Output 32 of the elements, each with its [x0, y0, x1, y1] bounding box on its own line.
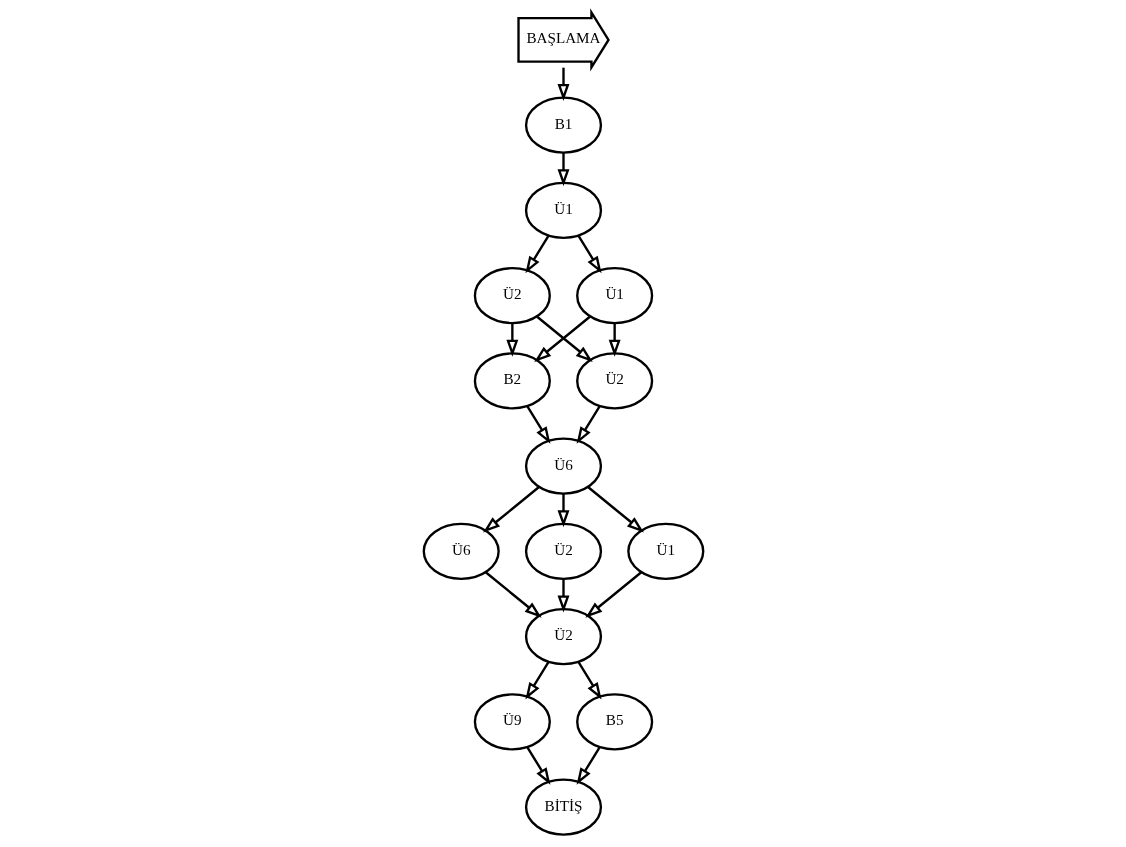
arrow: [524, 235, 549, 274]
arrow: [576, 746, 601, 785]
arrow: [557, 152, 569, 187]
node-ellipse: Ü6: [524, 437, 602, 495]
node-ellipse: Ü1: [626, 522, 704, 581]
arrow: [576, 405, 601, 444]
arrow: [505, 323, 518, 357]
arrow: [577, 235, 602, 274]
node-ellipse: Ü1: [575, 266, 653, 325]
arrow: [577, 661, 602, 700]
node-ellipse: B5: [575, 693, 653, 751]
arrow: [557, 493, 569, 528]
arrow: [557, 579, 569, 613]
node-ellipse: B1: [524, 96, 602, 154]
arrow: [525, 746, 550, 785]
node-ellipse: BİTİŞ: [524, 778, 602, 836]
node-ellipse: B2: [473, 352, 551, 410]
node-ellipse: Ü2: [524, 522, 602, 581]
node-ellipse: Ü6: [422, 522, 500, 581]
node-ellipse: Ü1: [524, 181, 602, 240]
arrow: [484, 571, 542, 618]
arrow: [608, 323, 621, 357]
node-ellipse: Ü2: [524, 607, 602, 666]
arrow: [525, 405, 550, 444]
arrow: [557, 67, 569, 101]
node-ellipse: Ü2: [575, 352, 653, 410]
arrow: [584, 571, 642, 618]
arrow: [586, 486, 644, 533]
arrow: [524, 661, 549, 700]
node-ellipse: Ü2: [473, 266, 551, 325]
node-ellipse: Ü9: [473, 693, 551, 751]
arrow: [482, 486, 540, 533]
